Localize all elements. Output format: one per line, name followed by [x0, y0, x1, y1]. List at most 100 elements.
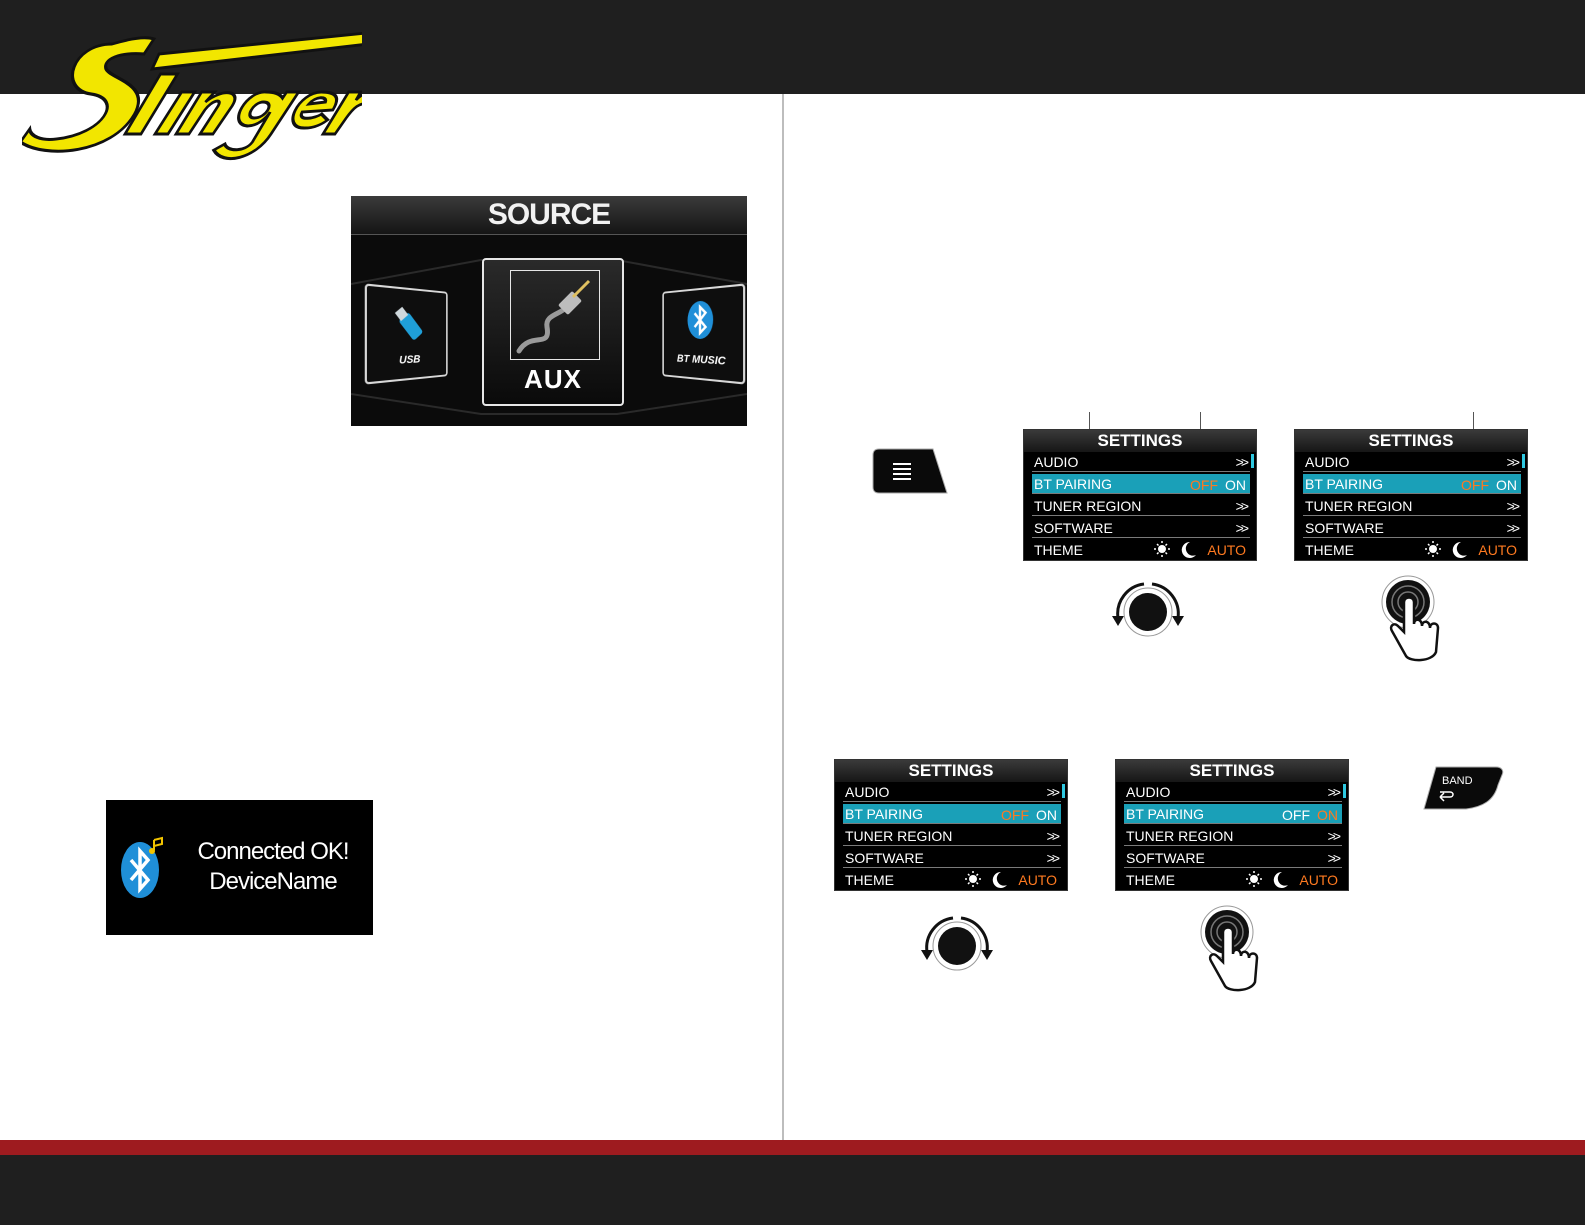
- toggle-off[interactable]: OFF: [1461, 477, 1489, 493]
- row-label: AUDIO: [1305, 454, 1350, 470]
- scroll-indicator: [1251, 454, 1254, 468]
- settings-row-bt-pairing[interactable]: BT PAIRING OFF ON: [1303, 474, 1521, 494]
- chevron-right-icon: >>: [1235, 454, 1249, 470]
- source-item-bt-label: BT MUSIC: [676, 352, 726, 368]
- chevron-right-icon: >>: [1506, 498, 1520, 514]
- footer-accent-line: [0, 1140, 1585, 1155]
- settings-row-tuner-region[interactable]: TUNER REGION >>: [1032, 496, 1250, 516]
- chevron-right-icon: >>: [1235, 498, 1249, 514]
- back-arrow-icon: [1439, 791, 1454, 802]
- bluetooth-icon: [687, 300, 714, 340]
- settings-row-audio[interactable]: AUDIO >>: [1032, 452, 1250, 472]
- settings-row-software[interactable]: SOFTWARE >>: [1124, 848, 1342, 868]
- row-label: THEME: [1126, 872, 1175, 888]
- row-label: BT PAIRING: [1034, 476, 1113, 492]
- source-item-bt-music[interactable]: BT MUSIC: [662, 283, 746, 385]
- theme-auto[interactable]: AUTO: [1207, 542, 1246, 558]
- row-label: THEME: [1305, 542, 1354, 558]
- source-item-aux-label: AUX: [524, 364, 582, 394]
- settings-row-theme[interactable]: THEME AUTO: [1124, 870, 1342, 890]
- settings-row-bt-pairing[interactable]: BT PAIRING OFF ON: [1124, 804, 1342, 824]
- chevron-right-icon: >>: [1506, 520, 1520, 536]
- source-item-usb-label: USB: [399, 353, 421, 367]
- row-label: AUDIO: [1034, 454, 1079, 470]
- row-label: TUNER REGION: [1126, 828, 1234, 844]
- sun-moon-icons: [965, 871, 1007, 888]
- settings-row-tuner-region[interactable]: TUNER REGION>>: [1303, 496, 1521, 516]
- settings-row-audio[interactable]: AUDIO >>: [1124, 782, 1342, 802]
- stinger-logo: [22, 30, 362, 161]
- row-label: TUNER REGION: [1034, 498, 1142, 514]
- settings-title: SETTINGS: [835, 760, 1067, 782]
- source-titlebar: [351, 196, 747, 235]
- menu-lines-icon: [893, 463, 911, 480]
- row-label: SOFTWARE: [1126, 850, 1205, 866]
- band-label: BAND: [1442, 775, 1473, 787]
- chevron-right-icon: >>: [1235, 520, 1249, 536]
- menu-button[interactable]: [871, 447, 949, 495]
- row-label: SOFTWARE: [1305, 520, 1384, 536]
- theme-auto[interactable]: AUTO: [1299, 872, 1338, 888]
- toggle-off[interactable]: OFF: [1190, 477, 1218, 493]
- row-label: TUNER REGION: [845, 828, 953, 844]
- press-knob-icon: [1381, 575, 1440, 662]
- connected-device-name: DeviceName: [209, 868, 337, 895]
- sun-moon-icons: [1246, 871, 1288, 888]
- toggle-on[interactable]: ON: [1225, 477, 1246, 493]
- chevron-right-icon: >>: [1046, 850, 1060, 866]
- toggle-on[interactable]: ON: [1036, 807, 1057, 823]
- row-label: AUDIO: [845, 784, 890, 800]
- chevron-right-icon: >>: [1327, 850, 1341, 866]
- scroll-indicator: [1343, 784, 1346, 798]
- settings-row-theme[interactable]: THEME AUTO: [1303, 540, 1521, 560]
- theme-auto[interactable]: AUTO: [1018, 872, 1057, 888]
- rotate-knob-icon: [1112, 582, 1184, 637]
- source-item-usb[interactable]: USB: [364, 283, 448, 385]
- press-knob-icon: [1200, 905, 1259, 992]
- scroll-indicator: [1062, 784, 1065, 798]
- toggle-on[interactable]: ON: [1496, 477, 1517, 493]
- sun-moon-icons: [1425, 541, 1467, 558]
- chevron-right-icon: >>: [1327, 784, 1341, 800]
- settings-row-tuner-region[interactable]: TUNER REGION >>: [1124, 826, 1342, 846]
- toggle-off[interactable]: OFF: [1282, 807, 1310, 823]
- row-label: BT PAIRING: [845, 806, 924, 822]
- scroll-indicator: [1522, 454, 1525, 468]
- settings-row-bt-pairing[interactable]: BT PAIRING OFF ON: [843, 804, 1061, 824]
- settings-row-bt-pairing[interactable]: BT PAIRING OFF ON: [1032, 474, 1250, 494]
- toggle-on[interactable]: ON: [1317, 807, 1338, 823]
- bluetooth-music-icon: [121, 836, 163, 898]
- chevron-right-icon: >>: [1046, 828, 1060, 844]
- row-label: THEME: [1034, 542, 1083, 558]
- settings-screen-2: SETTINGS AUDIO >> BT PAIRING OFF ON TUNER R…: [1294, 429, 1528, 561]
- footer-bar: [0, 1155, 1585, 1225]
- settings-row-tuner-region[interactable]: TUNER REGION >>: [843, 826, 1061, 846]
- sun-moon-icons: [1154, 541, 1196, 558]
- row-label: AUDIO: [1126, 784, 1171, 800]
- toggle-off[interactable]: OFF: [1001, 807, 1029, 823]
- settings-title: SETTINGS: [1295, 430, 1527, 452]
- row-label: BT PAIRING: [1305, 476, 1384, 492]
- settings-row-theme[interactable]: THEME AUTO: [1032, 540, 1250, 560]
- source-item-aux[interactable]: AUX: [482, 258, 624, 406]
- settings-row-software[interactable]: SOFTWARE >>: [1303, 518, 1521, 538]
- settings-row-theme[interactable]: THEME AUTO: [843, 870, 1061, 890]
- settings-row-audio[interactable]: AUDIO>>: [843, 782, 1061, 802]
- settings-row-audio[interactable]: AUDIO >>: [1303, 452, 1521, 472]
- aux-cable-icon: [516, 279, 591, 354]
- settings-row-software[interactable]: SOFTWARE>>: [1032, 518, 1250, 538]
- settings-row-software[interactable]: SOFTWARE>>: [843, 848, 1061, 868]
- band-button[interactable]: BAND: [1422, 765, 1504, 811]
- row-label: THEME: [845, 872, 894, 888]
- chevron-right-icon: >>: [1327, 828, 1341, 844]
- theme-auto[interactable]: AUTO: [1478, 542, 1517, 558]
- usb-stick-icon: [394, 306, 424, 341]
- column-divider: [782, 94, 784, 1140]
- rotate-knob-icon: [921, 916, 993, 971]
- row-label: BT PAIRING: [1126, 806, 1205, 822]
- source-screen: SOURCE USB AUX BT MUSIC: [351, 196, 747, 426]
- chevron-right-icon: >>: [1506, 454, 1520, 470]
